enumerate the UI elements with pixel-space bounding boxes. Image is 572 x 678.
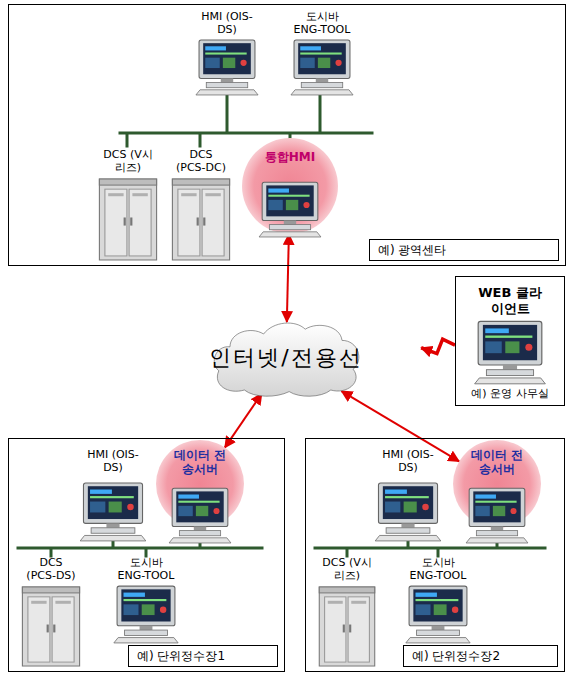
site-region: 예) 단위정수장2 HMI (OIS-DS) 데이터 전송서버 DCS (V시리즈) 도… — [305, 438, 565, 672]
device-node: DCS (V시리즈) — [315, 556, 379, 668]
computer-icon — [284, 38, 360, 96]
device-node: HMI (OIS-DS) — [78, 448, 148, 542]
node-label: 예) 운영 사무실 — [471, 387, 548, 401]
node-label: DCS (V시리즈) — [319, 556, 375, 582]
computer-icon — [192, 38, 262, 96]
device-node: HMI (OIS-DS) — [192, 10, 262, 96]
site-region: 예) 단위정수장1 HMI (OIS-DS) 데이터 전송서버 DCS (PCS-DS… — [8, 438, 285, 672]
computer-icon — [400, 584, 476, 644]
computer-icon — [108, 584, 184, 644]
device-node: DCS (V시리즈) — [95, 148, 161, 262]
node-label: DCS (PCS-DC) — [173, 148, 229, 174]
device-node: 도시바 ENG-TOOL — [108, 556, 184, 644]
dcs-cabinet — [18, 585, 84, 668]
highlight-server: 데이터 전송서버 — [453, 440, 541, 544]
node-label: 도시바 ENG-TOOL — [406, 556, 470, 582]
bus-line — [18, 542, 262, 556]
node-label: 도시바 ENG-TOOL — [290, 10, 354, 36]
node-label: 예) 광역센타 — [369, 239, 559, 261]
dcs-cabinet — [315, 585, 379, 668]
node-label: HMI (OIS-DS) — [380, 448, 436, 474]
computer-icon — [78, 476, 148, 542]
dcs-cabinet — [95, 177, 161, 262]
web-client: WEB 클라이언트예) 운영 사무실 — [455, 276, 565, 406]
node-label: 데이터 전송서버 — [470, 448, 524, 476]
computer-icon — [257, 176, 323, 238]
node-label: 도시바 ENG-TOOL — [114, 556, 178, 582]
dcs-cabinet — [168, 177, 234, 262]
site-region: 예) 광역센타 HMI (OIS-DS) 도시바 ENG-TOOL DCS (V시리즈… — [8, 4, 566, 266]
node-label: 예) 단위정수장2 — [403, 645, 558, 667]
network-cloud: 인터넷/전용선 — [140, 318, 432, 398]
device-node: 도시바 ENG-TOOL — [284, 10, 360, 96]
wireless-link — [421, 339, 455, 353]
computer-icon — [167, 486, 233, 544]
device-node: DCS (PCS-DS) — [18, 556, 84, 668]
device-node: 도시바 ENG-TOOL — [400, 556, 476, 644]
computer-icon — [460, 319, 560, 385]
node-label: WEB 클라이언트 — [472, 285, 548, 317]
node-label: DCS (V시리즈) — [100, 148, 156, 174]
node-label: HMI (OIS-DS) — [85, 448, 141, 474]
node-label: 데이터 전송서버 — [173, 448, 227, 476]
computer-icon — [373, 476, 443, 542]
bus-line — [120, 96, 372, 146]
network-link — [225, 393, 262, 447]
device-node: DCS (PCS-DC) — [168, 148, 234, 262]
bus-line — [315, 542, 545, 556]
highlight-server: 통합HMI — [242, 138, 338, 238]
node-label: 인터넷/전용선 — [209, 345, 362, 371]
highlight-server: 데이터 전송서버 — [156, 440, 244, 544]
device-node: HMI (OIS-DS) — [373, 448, 443, 542]
node-label: HMI (OIS-DS) — [199, 10, 255, 36]
network-link — [287, 234, 289, 322]
node-label: 예) 단위정수장1 — [128, 645, 278, 667]
node-label: DCS (PCS-DS) — [23, 556, 79, 582]
node-label: 통합HMI — [265, 150, 315, 164]
computer-icon — [464, 486, 530, 544]
